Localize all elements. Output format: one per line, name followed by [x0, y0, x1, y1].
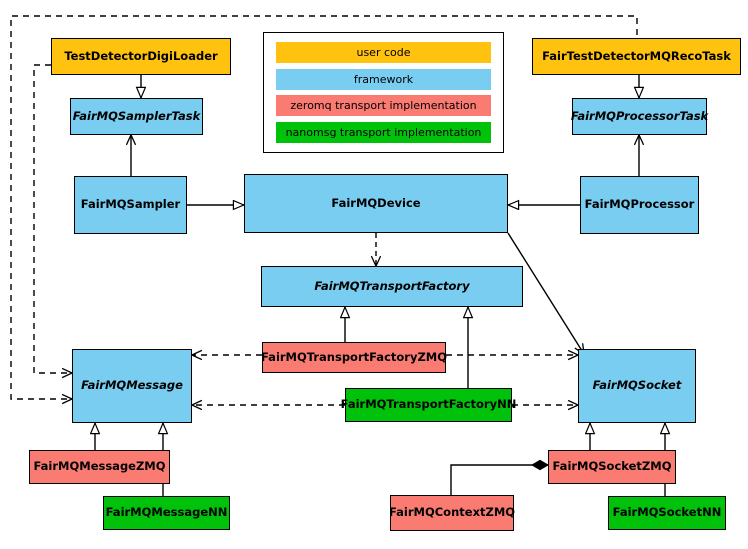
- node-label: FairMQMessage: [81, 378, 183, 393]
- legend-item-zeromq: zeromq transport implementation: [276, 95, 491, 117]
- node-label: FairMQContextZMQ: [388, 505, 516, 520]
- node-label: FairMQSampler: [80, 197, 181, 212]
- node-label: FairMQTransportFactory: [314, 278, 470, 293]
- node-label: FairMQDevice: [331, 195, 421, 210]
- edge-digiloader-message: [33, 64, 72, 373]
- node-fairmq-processor[interactable]: FairMQProcessor: [580, 176, 699, 234]
- node-fairmq-message[interactable]: FairMQMessage: [72, 349, 192, 423]
- node-label: FairMQMessageZMQ: [33, 459, 166, 474]
- node-fairmq-sampler-task[interactable]: FairMQSamplerTask: [70, 98, 203, 135]
- node-fairmq-socket[interactable]: FairMQSocket: [578, 349, 696, 423]
- legend-label: framework: [353, 72, 414, 86]
- legend-label: nanomsg transport implementation: [285, 125, 482, 139]
- node-fairmq-message-nn[interactable]: FairMQMessageNN: [103, 496, 230, 530]
- node-label: FairMQSocketNN: [612, 505, 722, 520]
- edge-contextzmq-socketzmq: [450, 465, 548, 495]
- node-test-detector-digi-loader[interactable]: TestDetectorDigiLoader: [51, 38, 231, 75]
- node-label: FairMQProcessor: [584, 197, 695, 212]
- legend-panel: user code framework zeromq transport imp…: [263, 32, 504, 153]
- node-fairmq-message-zmq[interactable]: FairMQMessageZMQ: [29, 450, 170, 484]
- node-label: FairMQProcessorTask: [570, 108, 709, 123]
- legend-item-user-code: user code: [276, 42, 491, 63]
- legend-item-nanomsg: nanomsg transport implementation: [276, 121, 491, 143]
- node-fair-test-detector-mq-reco-task[interactable]: FairTestDetectorMQRecoTask: [532, 38, 741, 75]
- legend-item-framework: framework: [276, 68, 491, 90]
- node-fairmq-context-zmq[interactable]: FairMQContextZMQ: [388, 495, 516, 531]
- legend-label: user code: [356, 46, 411, 59]
- node-label: FairMQSamplerTask: [72, 108, 201, 123]
- node-fairmq-transport-factory-nn[interactable]: FairMQTransportFactoryNN: [341, 388, 516, 422]
- node-label: FairMQTransportFactoryNN: [340, 397, 517, 412]
- node-fairmq-device[interactable]: FairMQDevice: [244, 174, 508, 233]
- node-fairmq-processor-task[interactable]: FairMQProcessorTask: [570, 98, 709, 135]
- node-label: FairMQMessageNN: [105, 505, 228, 520]
- node-fairmq-socket-nn[interactable]: FairMQSocketNN: [608, 496, 726, 530]
- node-fairmq-transport-factory[interactable]: FairMQTransportFactory: [261, 266, 523, 307]
- node-fairmq-sampler[interactable]: FairMQSampler: [74, 176, 187, 234]
- node-label: TestDetectorDigiLoader: [64, 48, 218, 63]
- node-fairmq-transport-factory-zmq[interactable]: FairMQTransportFactoryZMQ: [261, 342, 448, 373]
- legend-label: zeromq transport implementation: [290, 99, 477, 113]
- node-label: FairMQTransportFactoryZMQ: [261, 349, 448, 364]
- node-label: FairMQSocket: [592, 378, 682, 393]
- node-label: FairMQSocketZMQ: [552, 459, 672, 474]
- node-label: FairTestDetectorMQRecoTask: [542, 48, 731, 63]
- node-fairmq-socket-zmq[interactable]: FairMQSocketZMQ: [548, 450, 676, 484]
